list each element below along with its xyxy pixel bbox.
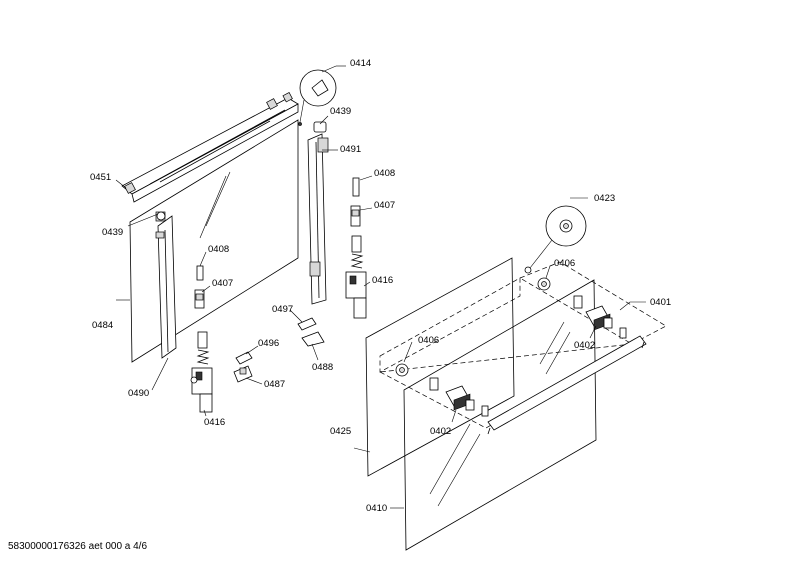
label-0406-bottom: 0406	[418, 335, 439, 346]
label-0484: 0484	[92, 320, 113, 331]
leader-lines	[115, 65, 646, 509]
mounting-knob-parts	[395, 277, 583, 391]
door-inner-glass-left-part	[129, 119, 299, 363]
label-0497: 0497	[272, 304, 293, 315]
label-0425: 0425	[330, 426, 351, 437]
hinge-pin-right-part	[350, 177, 361, 227]
drawing-reference-footer: 58300000176326 aet 000 a 4/6	[8, 541, 148, 552]
door-handle-part	[481, 327, 647, 435]
door-inner-glass-right-part	[365, 257, 515, 477]
hinge-right-part	[345, 235, 367, 319]
label-0408-left: 0408	[208, 244, 229, 255]
door-outer-panel-part	[403, 279, 597, 551]
handle-bracket-parts	[445, 305, 613, 411]
label-0407-right: 0407	[374, 200, 395, 211]
label-0402-left: 0402	[430, 426, 451, 437]
detail-callout-0414	[298, 69, 337, 126]
label-0451: 0451	[90, 172, 111, 183]
label-0401: 0401	[650, 297, 671, 308]
label-0490: 0490	[128, 388, 149, 399]
clip-parts	[233, 351, 253, 383]
label-0491: 0491	[340, 144, 361, 155]
hinge-pin-left-part	[194, 265, 205, 309]
door-side-rail-left-part	[155, 211, 177, 359]
clip-parts-middle	[297, 317, 325, 347]
label-0439-top: 0439	[330, 106, 351, 117]
label-0406-top: 0406	[554, 258, 575, 269]
rail-top-clip-part	[313, 121, 327, 133]
door-top-trim-part	[121, 91, 299, 203]
hinge-left-part	[190, 331, 213, 413]
part-number-labels: 0414 0439 0491 0408 0407 0451 0439 0408 …	[90, 58, 671, 514]
label-0487: 0487	[264, 379, 285, 390]
door-side-rail-right-part	[307, 133, 329, 305]
label-0439-left: 0439	[102, 227, 123, 238]
label-0416-left: 0416	[204, 417, 225, 428]
label-0488: 0488	[312, 362, 333, 373]
label-0496: 0496	[258, 338, 279, 349]
detail-callout-0423	[524, 205, 587, 274]
label-0414: 0414	[350, 58, 371, 69]
label-0423: 0423	[594, 193, 615, 204]
label-0408-right: 0408	[374, 168, 395, 179]
label-0407-left: 0407	[212, 278, 233, 289]
label-0402-right: 0402	[574, 340, 595, 351]
label-0410: 0410	[366, 503, 387, 514]
label-0416-right: 0416	[372, 275, 393, 286]
